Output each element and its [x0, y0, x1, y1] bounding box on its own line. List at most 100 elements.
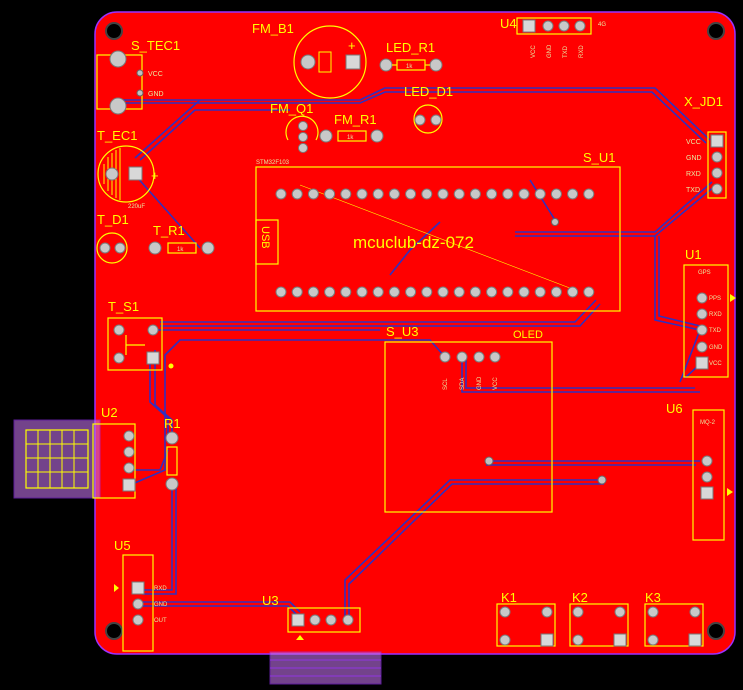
- mcu-bottom-pin-row: [275, 286, 595, 298]
- mcu-pin-pad: [388, 286, 400, 298]
- component-k3-button[interactable]: K3: [644, 590, 704, 647]
- component-led-d1[interactable]: LED_D1: [404, 84, 453, 134]
- component-u1-gps[interactable]: U1 GPS PPS RXD TXD GND VCC: [683, 247, 736, 378]
- mcu-pin-pad: [372, 188, 384, 200]
- s-tec1-pin-gnd: GND: [148, 91, 164, 98]
- mcu-pin-pad: [518, 188, 530, 200]
- component-u3[interactable]: U3: [262, 593, 361, 640]
- mcu-pin-pad: [388, 188, 400, 200]
- mcu-pin-pad: [291, 286, 303, 298]
- designator-u2: U2: [101, 405, 118, 420]
- mcu-pin-pad: [583, 286, 595, 298]
- designator-led-r1: LED_R1: [386, 40, 435, 55]
- mcu-pin-pad: [307, 188, 319, 200]
- mcu-pin-pad: [324, 286, 336, 298]
- component-k1-button[interactable]: K1: [496, 590, 556, 647]
- component-led-r1[interactable]: 1k LED_R1: [379, 40, 443, 72]
- designator-s-tec1: S_TEC1: [131, 38, 180, 53]
- mcu-pin-pad: [324, 188, 336, 200]
- mcu-pin-pad: [469, 286, 481, 298]
- component-fm-r1[interactable]: 1k FM_R1: [319, 112, 384, 143]
- x-jd1-pin-vcc: VCC: [686, 139, 701, 146]
- designator-fm-r1: FM_R1: [334, 112, 377, 127]
- mcu-pin-pad: [275, 188, 287, 200]
- mcu-top-pin-row: [275, 188, 595, 200]
- s-tec1-pin-vcc: VCC: [148, 71, 163, 78]
- component-s-u1-mcu[interactable]: USB STM32F103 S_U1 mcuclub-dz-072: [255, 150, 621, 312]
- designator-u5: U5: [114, 538, 131, 553]
- mcu-pin-pad: [534, 188, 546, 200]
- mcu-pin-pad: [567, 188, 579, 200]
- u1-pin-pps: PPS: [709, 296, 721, 302]
- component-u2[interactable]: U2: [92, 405, 136, 499]
- bottom-connector-keepout: [269, 651, 382, 685]
- u6-module-label: MQ-2: [700, 420, 716, 426]
- designator-fm-q1: FM_Q1: [270, 101, 313, 116]
- u1-pin-vcc: VCC: [709, 361, 722, 367]
- t-ec1-plus: +: [151, 168, 159, 183]
- designator-k1: K1: [501, 590, 517, 605]
- component-t-s1[interactable]: T_S1: [107, 299, 174, 371]
- mcu-pin-pad: [453, 286, 465, 298]
- component-x-jd1-header[interactable]: X_JD1 VCC GND RXD TXD: [684, 94, 727, 199]
- component-t-d1[interactable]: T_D1: [96, 212, 129, 264]
- mcu-pin-pad: [405, 286, 417, 298]
- designator-r1: R1: [164, 416, 181, 431]
- mcu-pin-pad: [340, 188, 352, 200]
- oled-pin-scl: SCL: [443, 378, 449, 390]
- designator-t-r1: T_R1: [153, 223, 185, 238]
- mcu-pin-pad: [469, 188, 481, 200]
- copper-tracks: [118, 87, 716, 620]
- component-fm-b1[interactable]: FM_B1 +: [252, 21, 367, 99]
- mcu-pin-pad: [567, 286, 579, 298]
- u4-pin-rxd: RXD: [579, 45, 585, 58]
- component-t-ec1[interactable]: T_EC1 + 220uF: [97, 128, 159, 210]
- mcu-pin-pad: [421, 188, 433, 200]
- u4-pin-gnd: GND: [547, 44, 553, 58]
- x-jd1-pin-gnd: GND: [686, 155, 702, 162]
- x-jd1-pin-rxd: RXD: [686, 171, 701, 178]
- component-t-r1[interactable]: 1k T_R1: [148, 223, 215, 255]
- x-jd1-pin-txd: TXD: [686, 187, 700, 194]
- designator-u6: U6: [666, 401, 683, 416]
- component-u6-mq2[interactable]: U6 MQ-2: [484, 401, 733, 541]
- component-r1[interactable]: R1: [164, 416, 181, 491]
- component-k2-button[interactable]: K2: [569, 590, 629, 647]
- t-ec1-value: 220uF: [128, 204, 145, 210]
- component-u4-4g-header[interactable]: U4 4G VCC GND TXD RXD: [500, 16, 606, 58]
- mcu-pin-pad: [453, 188, 465, 200]
- mcu-pin-pad: [486, 286, 498, 298]
- mcu-pin-pad: [307, 286, 319, 298]
- component-s-tec1[interactable]: S_TEC1 VCC GND: [96, 38, 180, 115]
- mcu-pin-pad: [372, 286, 384, 298]
- fm-b1-plus: +: [348, 38, 356, 53]
- designator-s-u1: S_U1: [583, 150, 616, 165]
- component-fm-q1[interactable]: FM_Q1: [270, 101, 319, 153]
- u5-pin-gnd: GND: [154, 602, 168, 608]
- designator-u1: U1: [685, 247, 702, 262]
- oled-label: OLED: [513, 329, 543, 341]
- board-title-silk: mcuclub-dz-072: [353, 233, 474, 252]
- fm-r1-value: 1k: [347, 135, 354, 141]
- mcu-pin-pad: [356, 286, 368, 298]
- mcu-pin-pad: [340, 286, 352, 298]
- mcu-pin-pad: [583, 188, 595, 200]
- led-r1-value: 1k: [406, 64, 413, 70]
- mcu-pin-pad: [550, 188, 562, 200]
- oled-pin-sda: SDA: [460, 378, 466, 390]
- component-s-u3-oled[interactable]: S_U3 OLED SCL SDA GND VCC: [384, 324, 553, 513]
- mcu-pin-pad: [486, 188, 498, 200]
- component-u5[interactable]: U5 RXD GND OUT: [114, 538, 168, 652]
- mcu-pin-pad: [356, 188, 368, 200]
- board-outline: [94, 11, 736, 655]
- designator-t-ec1: T_EC1: [97, 128, 137, 143]
- u1-module-label: GPS: [698, 270, 711, 276]
- mcu-pin-pad: [534, 286, 546, 298]
- designator-k3: K3: [645, 590, 661, 605]
- mcu-pin-pad: [421, 286, 433, 298]
- oled-pin-gnd: GND: [477, 376, 483, 390]
- designator-fm-b1: FM_B1: [252, 21, 294, 36]
- designator-led-d1: LED_D1: [404, 84, 453, 99]
